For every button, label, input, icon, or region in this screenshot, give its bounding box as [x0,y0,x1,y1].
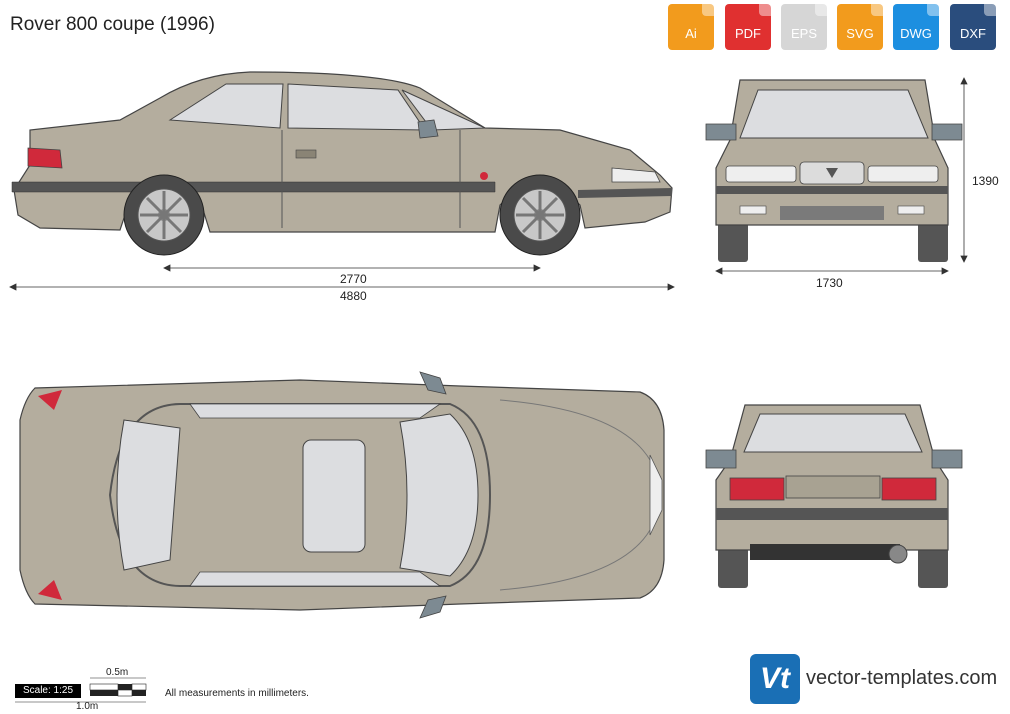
scale-label: Scale: 1:25 [15,684,81,698]
dimension-lines-side [9,264,675,291]
format-label: DXF [960,26,986,41]
brand-link[interactable]: vector-templates.com [806,667,998,689]
one-meter-label: 1.0m [76,701,99,712]
height-label: 1390 [972,174,999,188]
dimension-lines-front [715,77,968,275]
wheelbase-label: 2770 [340,272,367,286]
format-label: Ai [685,26,697,41]
eps-file-button[interactable]: EPS [781,4,827,50]
format-label: DWG [900,26,932,41]
format-label: SVG [846,26,874,41]
pdf-file-button[interactable]: PDF [725,4,771,50]
format-label: EPS [790,26,817,41]
front-view [705,79,963,262]
measurement-note: All measurements in millimeters. [165,688,309,699]
width-label: 1730 [816,276,843,290]
top-view [19,371,665,619]
dwg-file-button[interactable]: DWG [893,4,939,50]
dxf-file-button[interactable]: DXF [950,4,996,50]
scale-bar [15,677,147,703]
half-meter-label: 0.5m [106,667,129,678]
length-label: 4880 [340,289,367,303]
svg-file-button[interactable]: SVG [837,4,883,50]
page-title: Rover 800 coupe (1996) [10,14,215,35]
side-view [11,71,673,256]
ai-file-button[interactable]: Ai [668,4,714,50]
rear-view [705,404,963,588]
format-label: PDF [735,26,761,41]
vt-logo-icon[interactable]: Vt [750,654,800,704]
